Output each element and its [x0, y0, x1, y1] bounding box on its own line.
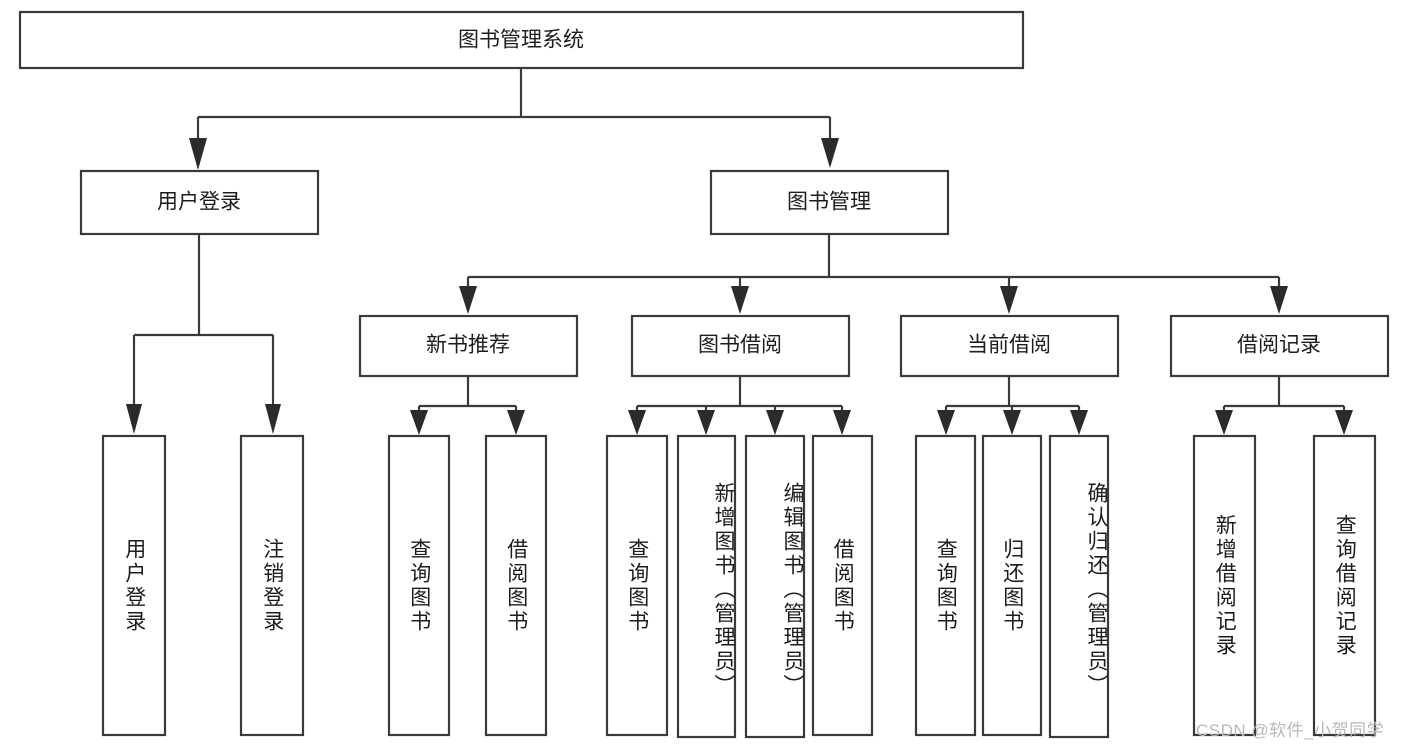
node-box-leaf-bb-add-book[interactable]	[676, 434, 737, 739]
node-box-leaf-user-login[interactable]	[101, 434, 167, 737]
arrowhead-cb-confirm-return	[1070, 410, 1088, 435]
arrowhead-user-login	[189, 138, 207, 170]
connector-group-borrow-record	[1215, 376, 1353, 435]
node-box-book-borrow[interactable]	[630, 314, 851, 378]
arrowhead-new-book	[459, 286, 477, 314]
connector-group-book-mgmt	[459, 234, 1288, 314]
arrowhead-nb-query-book	[410, 410, 428, 435]
node-label-current-borrow: 当前借阅	[967, 334, 1051, 357]
node-box-current-borrow[interactable]	[899, 314, 1120, 378]
arrowhead-nb-borrow-book	[507, 410, 525, 435]
node-box-book-management[interactable]	[709, 169, 950, 236]
node-label-new-book-recommend: 新书推荐	[426, 334, 510, 357]
node-box-leaf-logout[interactable]	[239, 434, 305, 737]
node-label-borrow-record: 借阅记录	[1237, 334, 1321, 357]
node-label-book-borrow: 图书借阅	[698, 334, 782, 357]
node-label-root: 图书管理系统	[458, 29, 584, 52]
arrowhead-leaf-logout	[265, 404, 281, 434]
node-label-user-login: 用户登录	[157, 191, 241, 214]
node-box-leaf-bb-query-book[interactable]	[605, 434, 669, 737]
arrowhead-br-query-record	[1335, 410, 1353, 435]
node-box-leaf-cb-query-book[interactable]	[914, 434, 977, 737]
arrowhead-bb-edit-book	[766, 410, 784, 435]
node-box-leaf-cb-return-book[interactable]	[981, 434, 1043, 737]
arrowhead-bb-borrow-book	[833, 410, 851, 435]
node-box-user-login[interactable]	[79, 169, 320, 236]
node-box-leaf-bb-edit-book[interactable]	[744, 434, 806, 739]
node-box-leaf-nb-query-book[interactable]	[387, 434, 451, 737]
arrowhead-book-mgmt	[821, 138, 839, 168]
arrowhead-borrow-record	[1270, 286, 1288, 314]
node-box-leaf-br-query-record[interactable]	[1312, 434, 1377, 737]
connector-group-user-login	[126, 234, 281, 434]
node-label-book-management: 图书管理	[787, 191, 871, 214]
node-box-new-book-recommend[interactable]	[358, 314, 579, 378]
arrowhead-leaf-user-login	[126, 404, 142, 434]
node-box-leaf-nb-borrow-book[interactable]	[484, 434, 548, 737]
arrowhead-cb-return-book	[1003, 410, 1021, 435]
arrowhead-cb-query-book	[937, 410, 955, 435]
arrowhead-book-borrow	[731, 286, 749, 314]
connector-group-root	[189, 68, 839, 170]
connector-group-new-book	[410, 376, 525, 435]
arrowhead-bb-query-book	[628, 410, 646, 435]
node-box-leaf-bb-borrow-book[interactable]	[811, 434, 874, 737]
node-box-root[interactable]	[18, 10, 1025, 70]
arrowhead-bb-add-book	[697, 410, 715, 435]
arrowhead-br-add-record	[1215, 410, 1233, 435]
node-box-leaf-br-add-record[interactable]	[1192, 434, 1257, 737]
connector-group-current-borrow	[937, 376, 1088, 435]
arrowhead-current-borrow	[1000, 286, 1018, 314]
node-box-leaf-cb-confirm-return[interactable]	[1048, 434, 1110, 739]
connector-group-book-borrow	[628, 376, 851, 435]
csdn-watermark: CSDN @软件_小贺同学	[1196, 721, 1385, 740]
node-box-borrow-record[interactable]	[1169, 314, 1390, 378]
